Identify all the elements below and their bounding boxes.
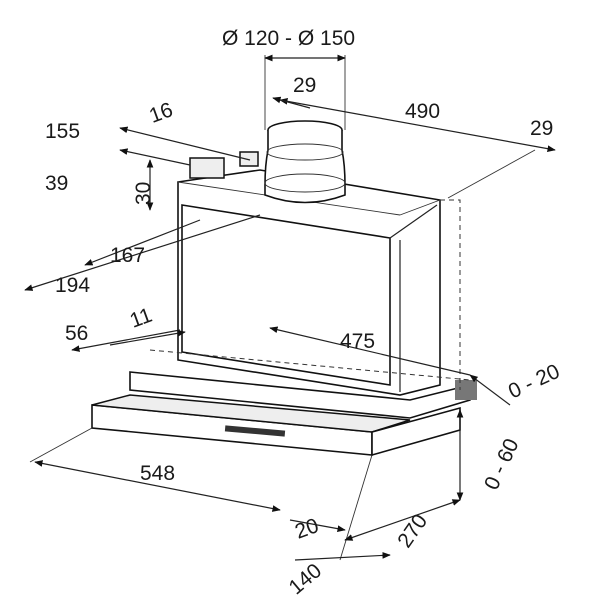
dimension-lines: [24, 54, 556, 561]
dim-20: 20: [292, 514, 322, 544]
dim-29-right: 29: [530, 117, 553, 140]
range-0-20: 0 - 20: [505, 360, 563, 404]
dim-475: 475: [340, 330, 375, 353]
cabinet-outline: [149, 149, 536, 390]
dim-16: 16: [146, 98, 176, 128]
dim-39: 39: [45, 172, 68, 195]
dim-140: 140: [285, 559, 327, 599]
dim-29-top: 29: [293, 74, 316, 97]
hood-body: [91, 169, 477, 457]
connector-box: [189, 157, 225, 179]
dim-167: 167: [110, 244, 145, 267]
dim-56: 56: [65, 322, 88, 345]
dim-548: 548: [140, 462, 175, 485]
dim-155: 155: [45, 120, 80, 143]
range-0-60: 0 - 60: [480, 435, 524, 493]
dim-30: 30: [132, 182, 155, 205]
dim-194: 194: [55, 274, 90, 297]
dim-270: 270: [393, 510, 432, 552]
duct-diameter-label: Ø 120 - Ø 150: [222, 27, 355, 50]
dim-11: 11: [127, 304, 155, 333]
dim-490: 490: [405, 100, 440, 123]
